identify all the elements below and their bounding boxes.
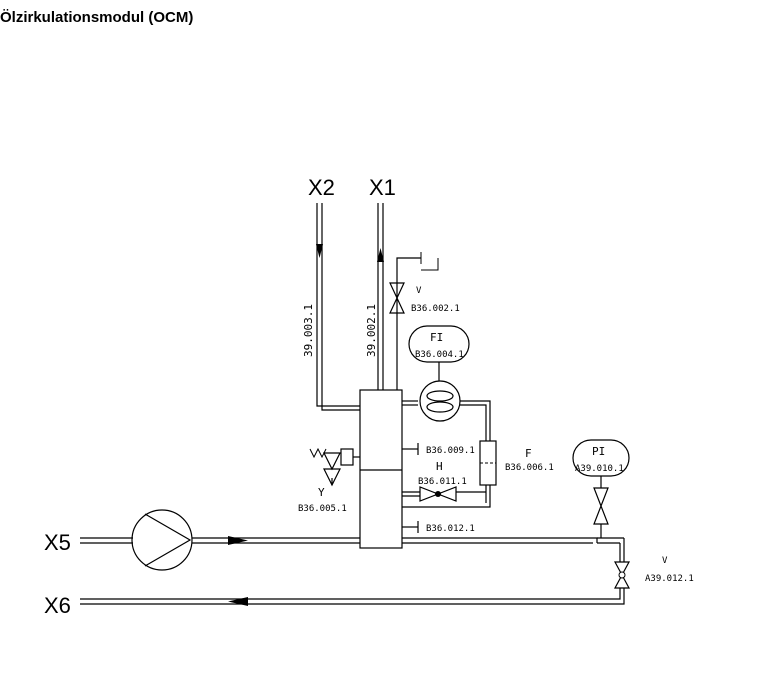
valve-v-bottom-letter: V <box>662 556 668 566</box>
relief-valve-letter: Y <box>318 486 325 499</box>
tap-b36012-tag: B36.012.1 <box>426 524 475 534</box>
pump-icon <box>131 509 193 571</box>
valve-v-top-letter: V <box>416 286 422 296</box>
tap-point-b36012 <box>402 521 419 533</box>
page-title: Ölzirkulationsmodul (OCM) <box>0 9 194 26</box>
pipe-x5 <box>80 509 598 571</box>
connection-x6-label: X6 <box>44 593 71 618</box>
flow-arrow-right-icon <box>228 536 248 545</box>
hand-valve-letter: H <box>436 460 443 473</box>
tap-point-b36009 <box>402 443 419 455</box>
pipe-x1 <box>377 203 384 390</box>
valve-v-bottom-icon <box>613 561 631 589</box>
vent-line <box>396 252 439 390</box>
fi-tag: B36.004.1 <box>415 350 464 360</box>
flow-arrow-down-icon <box>316 244 323 258</box>
filter-tag: B36.006.1 <box>505 463 554 473</box>
valve-pi-icon <box>593 487 609 538</box>
pi-tag: A39.010.1 <box>575 464 624 474</box>
valve-v-top-icon <box>389 282 405 314</box>
connection-x1-label: X1 <box>369 175 396 200</box>
valve-v-bottom-tag: A39.012.1 <box>645 574 694 584</box>
pipe-tag-39002: 39.002.1 <box>365 304 378 357</box>
flow-indicator-bubble <box>408 325 470 381</box>
valve-v-top-tag: B36.002.1 <box>411 304 460 314</box>
hand-valve-tag: B36.011.1 <box>418 477 467 487</box>
filter-letter: F <box>525 447 532 460</box>
flow-arrow-up-icon <box>377 248 384 262</box>
tap-b36009-tag: B36.009.1 <box>426 446 475 456</box>
pipe-right-down <box>597 537 625 562</box>
flow-meter-loop <box>402 380 491 508</box>
pipe-x6 <box>80 588 625 606</box>
manifold-block <box>359 389 403 549</box>
fi-letter: FI <box>430 331 443 344</box>
pipe-tag-39003: 39.003.1 <box>302 304 315 357</box>
connection-x5-label: X5 <box>44 530 71 555</box>
pipe-x2 <box>316 203 360 411</box>
hand-valve-icon <box>402 486 486 502</box>
pi-letter: PI <box>592 445 605 458</box>
connection-x2-label: X2 <box>308 175 335 200</box>
filter-icon <box>479 440 497 486</box>
relief-valve-tag: B36.005.1 <box>298 504 347 514</box>
pressure-indicator-bubble <box>572 439 630 488</box>
relief-valve-icon <box>309 447 360 487</box>
flow-arrow-left-icon <box>228 597 248 606</box>
